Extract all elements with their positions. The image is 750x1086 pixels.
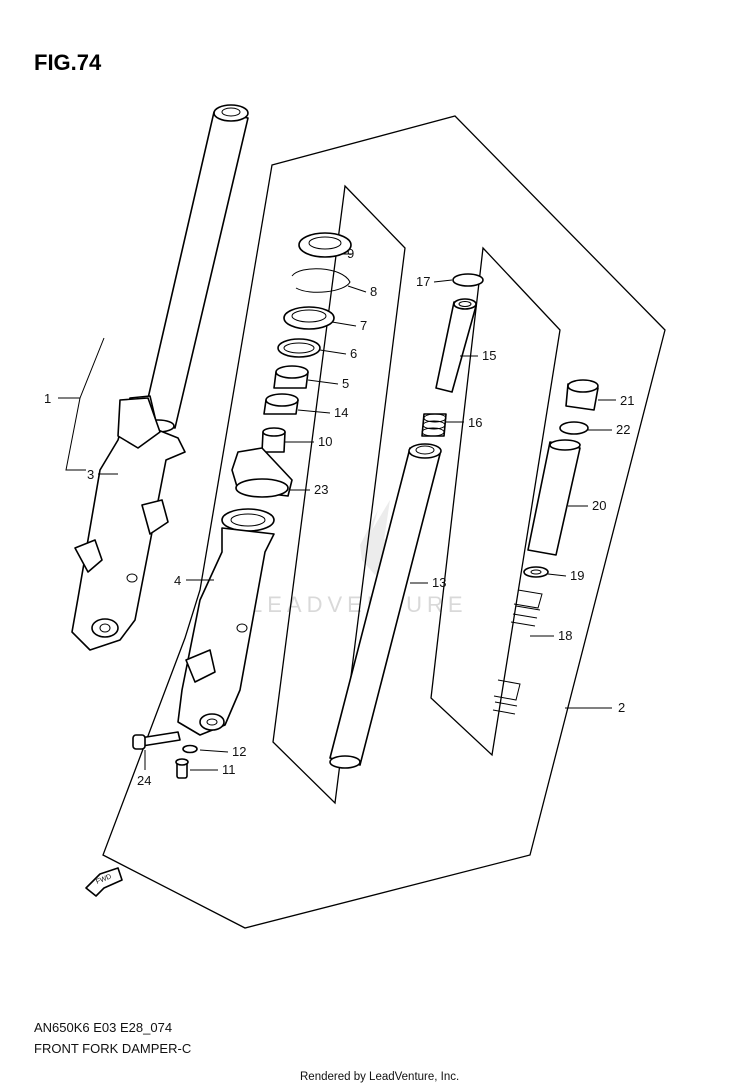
callout-20: 20 [592,498,606,513]
callout-numbers: 1 3 4 9 8 7 6 5 14 10 23 13 15 16 17 21 … [44,246,634,788]
callout-24: 24 [137,773,151,788]
seal-stack [261,232,352,453]
callout-18: 18 [558,628,572,643]
dust-cover [231,447,293,498]
callout-4: 4 [174,573,181,588]
callout-13: 13 [432,575,446,590]
callout-2: 2 [618,700,625,715]
damper-rod-group [421,273,484,437]
callout-15: 15 [482,348,496,363]
assembly-frames [102,115,666,929]
callout-17: 17 [416,274,430,289]
outer-tube [177,508,275,736]
callout-16: 16 [468,415,482,430]
diagram-code: AN650K6 E03 E28_074 [34,1020,172,1035]
render-credit: Rendered by LeadVenture, Inc. [300,1071,459,1083]
callout-14: 14 [334,405,348,420]
callout-11: 11 [222,762,236,777]
callout-23: 23 [314,482,328,497]
callout-10: 10 [318,434,332,449]
callout-8: 8 [370,284,377,299]
inner-tube [141,104,249,433]
watermark: LEADVENTURE [250,500,468,617]
fork-assembly-left [71,395,186,651]
watermark-text: LEADVENTURE [250,592,468,617]
forward-arrow-icon: FWD [85,867,123,897]
callout-19: 19 [570,568,584,583]
small-fasteners [132,731,198,779]
damper-cylinder [329,443,442,769]
callout-22: 22 [616,422,630,437]
damper-rod-frame [272,184,406,805]
callout-12: 12 [232,744,246,759]
callout-5: 5 [342,376,349,391]
spring-frame [430,246,561,757]
callout-7: 7 [360,318,367,333]
callout-3: 3 [87,467,94,482]
callout-9: 9 [347,246,354,261]
leader-lines [58,253,616,771]
spring-stack [492,379,599,715]
outer-assembly-frame [102,115,666,929]
figure-label: FIG.74 [34,50,102,75]
callout-6: 6 [350,346,357,361]
diagram-title: FRONT FORK DAMPER-C [34,1041,191,1056]
callout-1: 1 [44,391,51,406]
callout-21: 21 [620,393,634,408]
